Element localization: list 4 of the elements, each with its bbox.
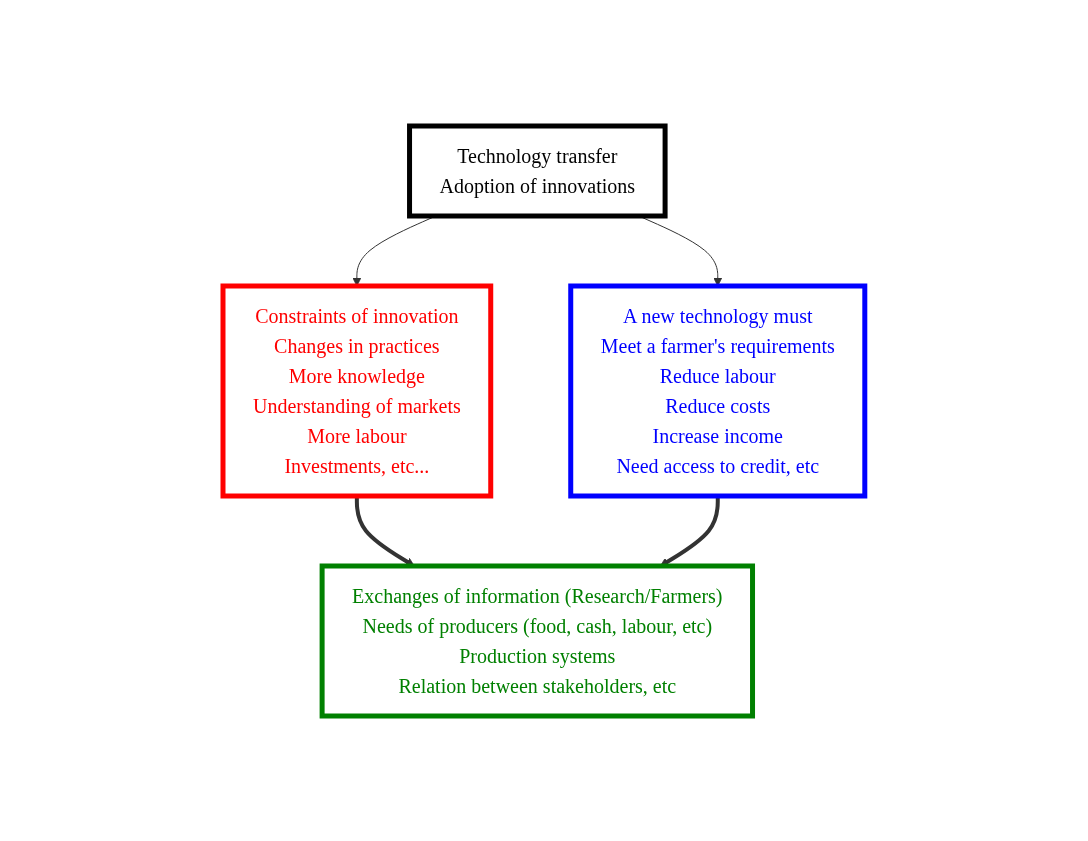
node-box: Constraints of innovation Changes in practices More knowledge Understanding of markets More labour Investments, etc... bbox=[220, 283, 494, 498]
node-box: A new technology must Meet a farmer's requirements Reduce labour Reduce costs Increase income Need access to credit, etc bbox=[568, 283, 868, 498]
node-box: Technology transfer Adoption of innovations bbox=[407, 123, 668, 218]
node-box: Exchanges of information (Research/Farmers) Needs of producers (food, cash, labour, etc) Production systems Relation between stakeholders, etc bbox=[319, 563, 756, 718]
